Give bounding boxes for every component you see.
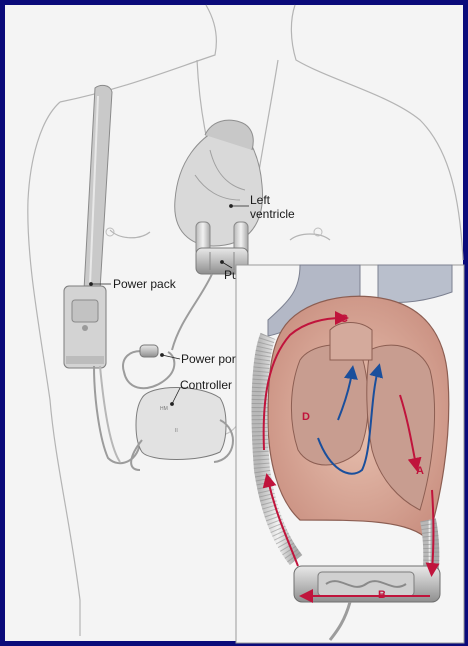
power-port <box>140 345 158 357</box>
inset-panel: A B C D <box>236 265 464 643</box>
label-left-ventricle-1: Left <box>250 193 271 207</box>
controller-text-2: II <box>175 428 178 434</box>
flow-label-b: B <box>378 589 386 601</box>
flow-label-a: A <box>416 465 424 477</box>
power-pack <box>64 286 106 368</box>
flow-label-d: D <box>302 411 310 423</box>
flow-label-c: C <box>340 313 348 325</box>
controller-text-1: HM <box>160 406 168 412</box>
label-left-ventricle-2: ventricle <box>250 207 295 221</box>
label-controller: Controller <box>180 378 232 392</box>
label-power-port: Power port <box>181 352 240 366</box>
label-power-pack: Power pack <box>113 277 177 291</box>
